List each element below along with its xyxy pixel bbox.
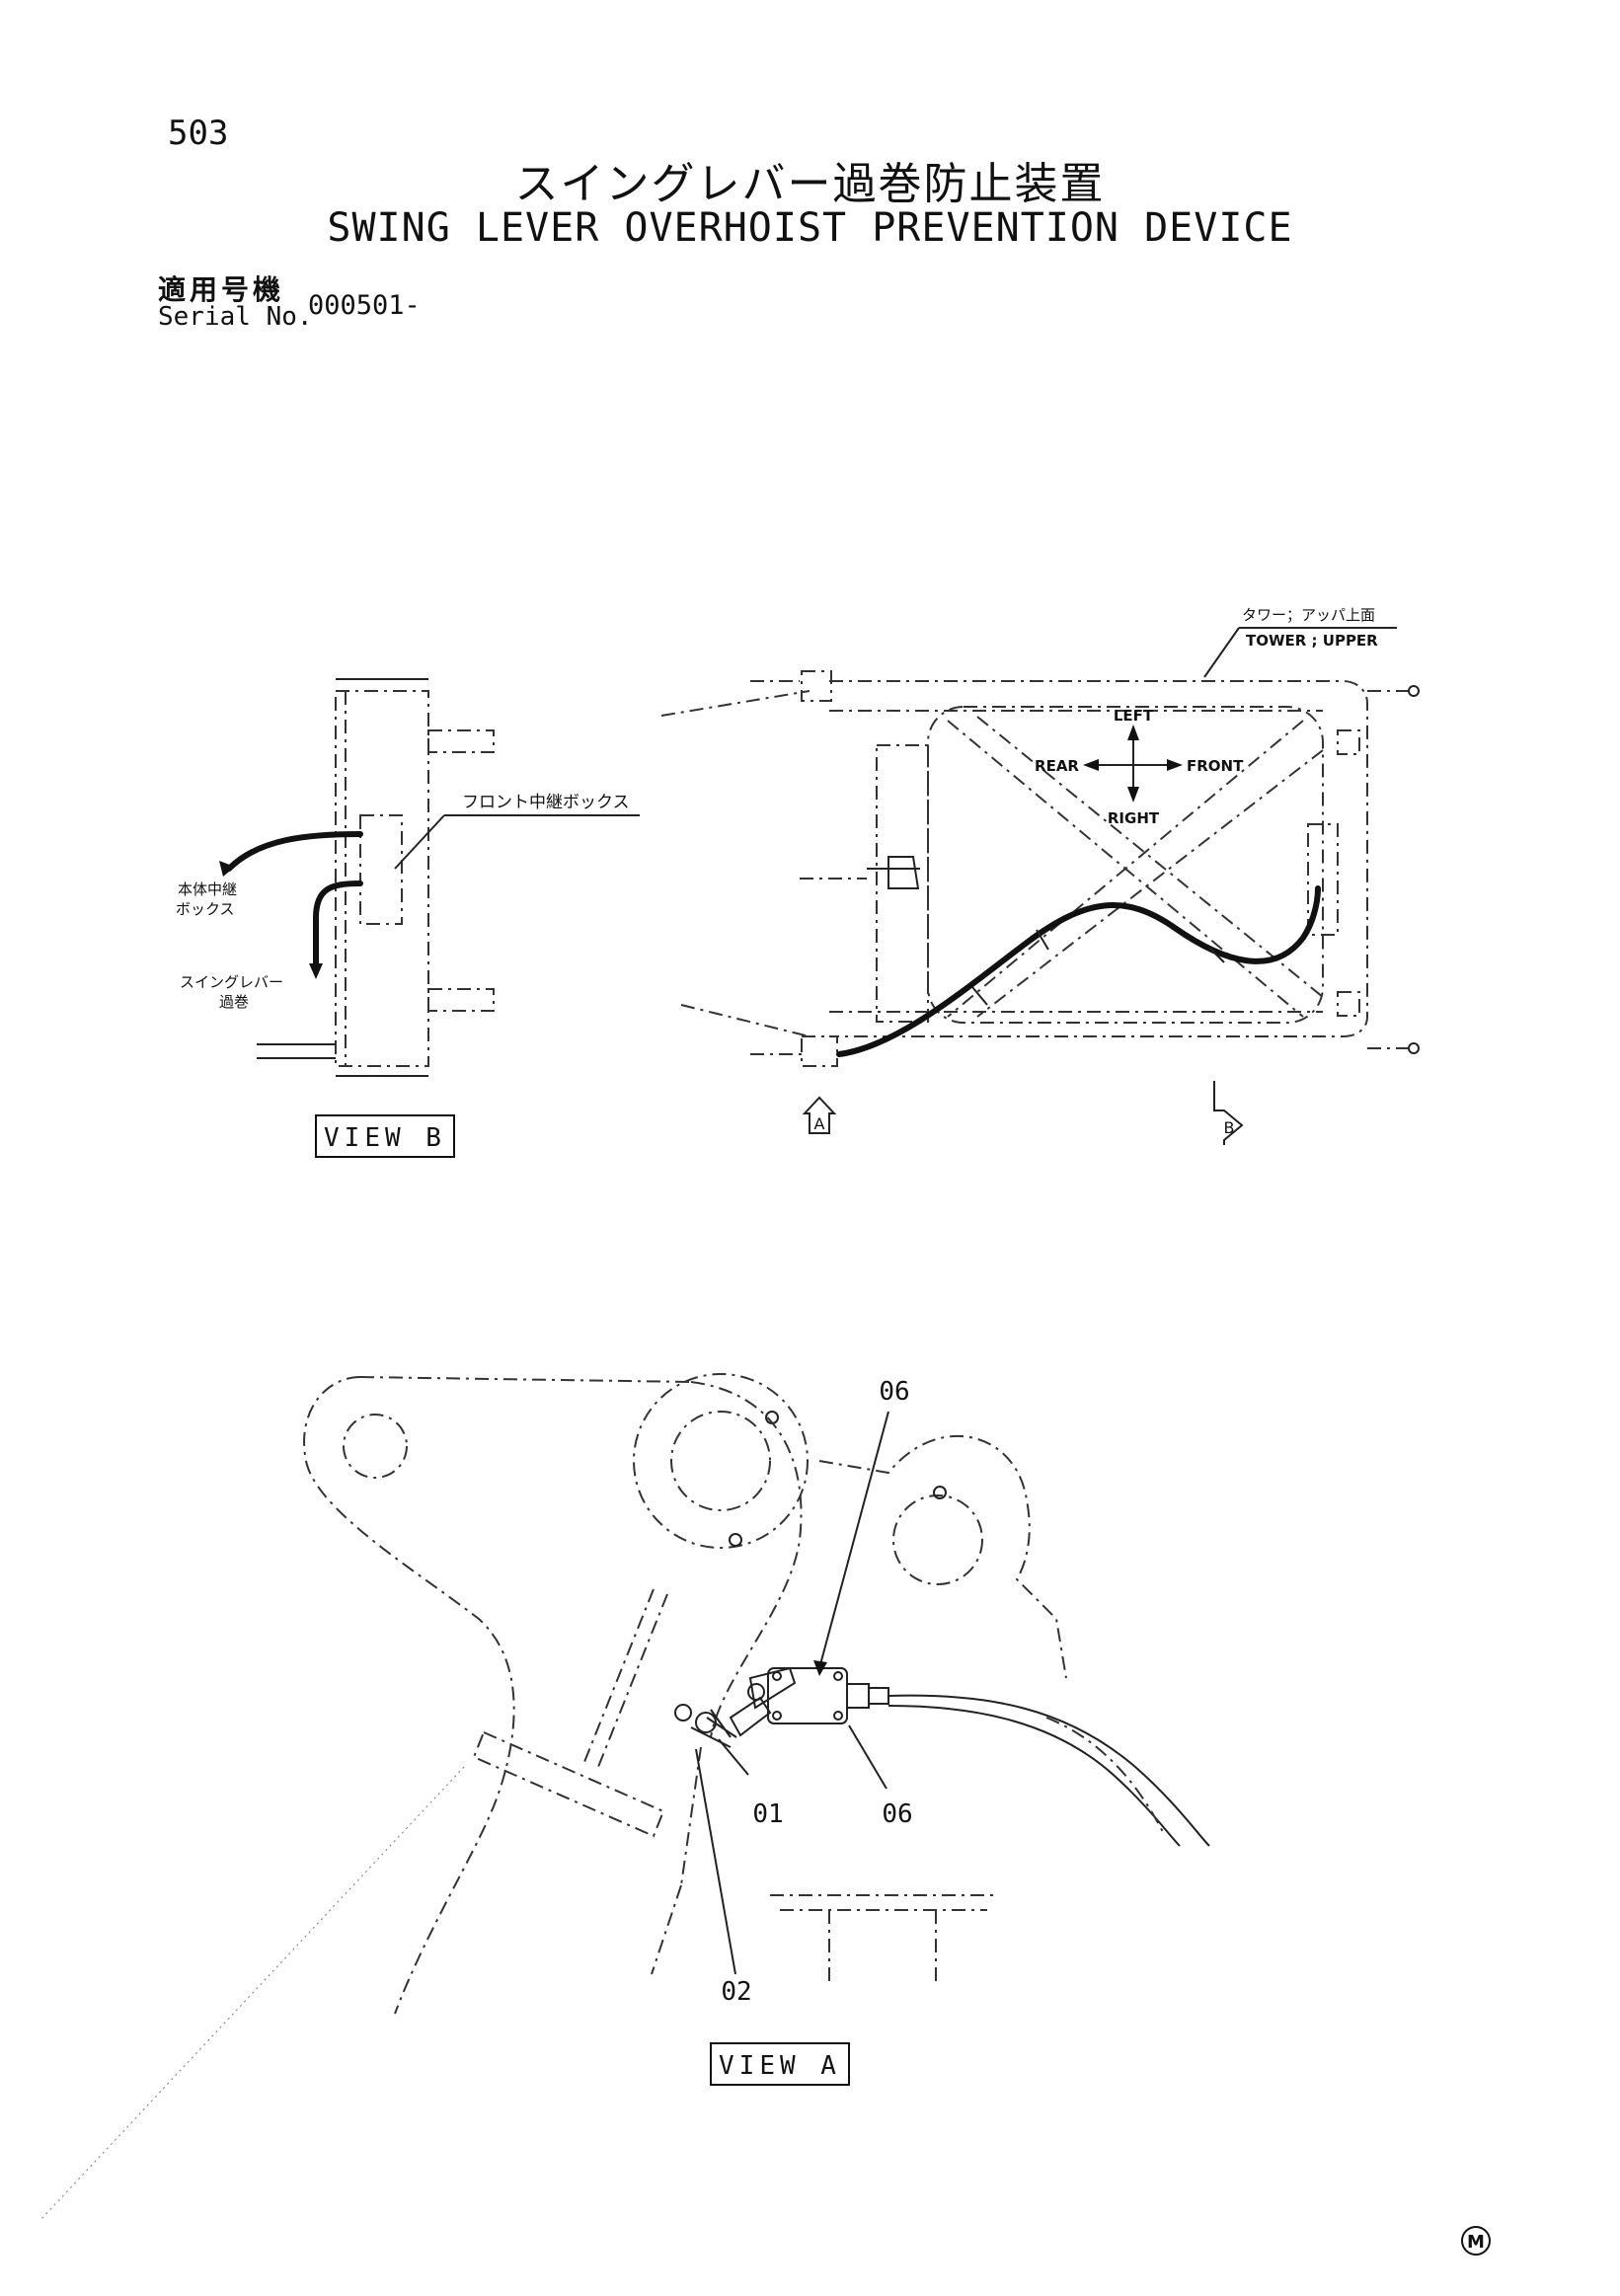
serial-value: 000501- (308, 290, 421, 321)
marker-b-label: B (1224, 1118, 1235, 1137)
page-title-en: SWING LEVER OVERHOIST PREVENTION DEVICE (327, 205, 1293, 251)
tower-label-jp: タワー；アッパ上面 (1242, 606, 1375, 624)
part-02-label: 02 (721, 1977, 751, 2007)
tower-drawing (660, 627, 1420, 1145)
dir-rear-label: REAR (1035, 757, 1079, 775)
page-title-jp: スイングレバー過巻防止装置 (514, 159, 1106, 209)
dir-front-label: FRONT (1187, 757, 1244, 775)
swing-lever-label-2: 過巻 (219, 993, 249, 1011)
main-relay-label-1: 本体中継 (178, 880, 237, 898)
view-a-frame (710, 2042, 850, 2086)
view-b-frame (315, 1114, 455, 1158)
swing-lever-label-1: スイングレバー (180, 973, 283, 991)
view-b-drawing (219, 678, 640, 1077)
corner-mark: M (1467, 2232, 1485, 2253)
view-b-label: VIEW B (324, 1123, 446, 1153)
corner-mark-circle (1461, 2226, 1491, 2256)
part-01-label: 01 (752, 1799, 783, 1829)
tower-label-en: TOWER ; UPPER (1246, 632, 1378, 650)
page-number: 503 (168, 114, 229, 153)
marker-a-label: A (814, 1114, 825, 1133)
main-relay-label-2: ボックス (176, 900, 235, 918)
view-a-label: VIEW A (719, 2051, 841, 2081)
dir-right-label: RIGHT (1108, 809, 1160, 827)
part-06-label: 06 (882, 1799, 912, 1829)
serial-label-jp: 適用号機 (158, 273, 285, 306)
view-a-drawing (39, 1373, 1210, 2222)
dir-left-label: LEFT (1114, 707, 1154, 725)
part-04-label: 06 (879, 1377, 909, 1407)
relay-box-label: フロント中継ボックス (462, 793, 630, 812)
serial-label-en: Serial No. (158, 302, 313, 332)
